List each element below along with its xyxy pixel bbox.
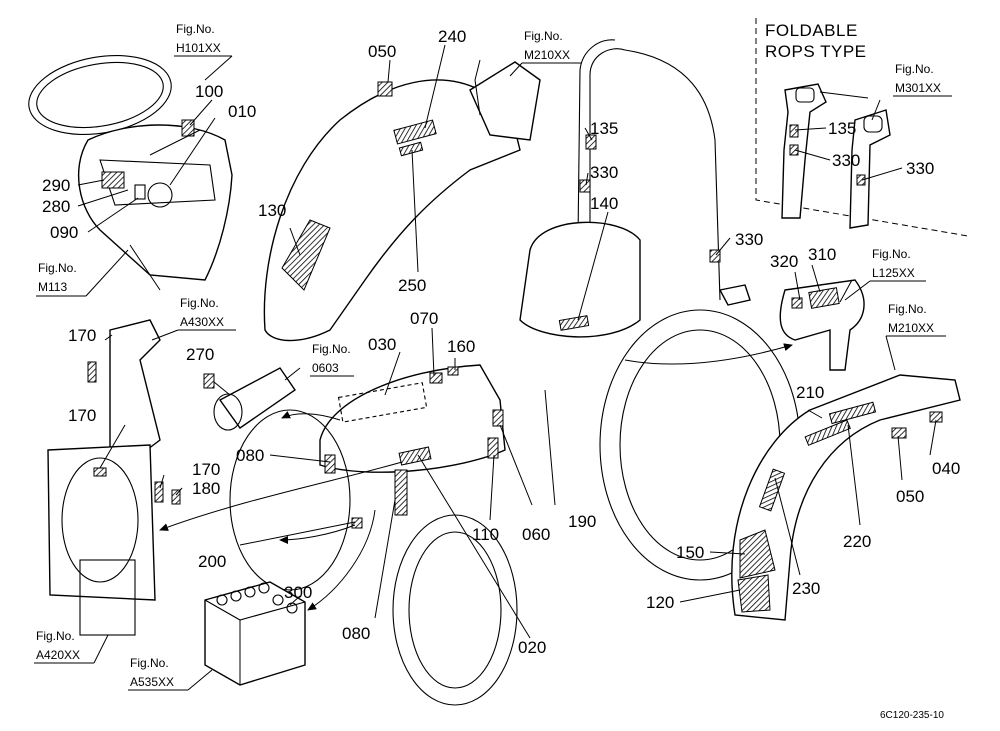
part-label-210: 210	[796, 383, 824, 402]
steering-dash-assembly	[28, 54, 233, 281]
fig-ref-m113-l2: M113	[38, 280, 67, 294]
fig-ref-h101-l2: H101XX	[176, 41, 221, 55]
fig-ref-a535-l2: A535XX	[130, 675, 174, 689]
part-label-290: 290	[42, 176, 70, 195]
part-label-200: 200	[198, 552, 226, 571]
part-label-330c: 330	[832, 151, 860, 170]
fig-ref-l125-l2: L125XX	[872, 266, 915, 280]
part-label-140: 140	[590, 194, 618, 213]
fig-ref-m210b-l2: M210XX	[888, 321, 934, 335]
part-label-120: 120	[646, 593, 674, 612]
part-label-160: 160	[447, 337, 475, 356]
fig-ref-h101-l1: Fig.No.	[176, 22, 215, 36]
part-label-280: 280	[42, 197, 70, 216]
part-label-070: 070	[410, 309, 438, 328]
muffler	[203, 367, 296, 431]
part-label-100: 100	[195, 82, 223, 101]
part-labels: 050 240 100 010 290 280 090 130 250 135 …	[42, 27, 960, 657]
part-label-270: 270	[186, 345, 214, 364]
flow-arrows	[159, 343, 793, 611]
part-label-040: 040	[932, 459, 960, 478]
part-label-135a: 135	[590, 119, 618, 138]
fig-ref-m301-l1: Fig.No.	[895, 62, 934, 76]
part-label-330a: 330	[590, 163, 618, 182]
fig-ref-m210b-l1: Fig.No.	[888, 302, 927, 316]
foldable-rops-inset: FOLDABLE ROPS TYPE	[755, 18, 969, 237]
fig-ref-a420-l2: A420XX	[36, 648, 80, 662]
fig-ref-m113-l1: Fig.No.	[38, 261, 77, 275]
fig-ref-l125-l1: Fig.No.	[872, 247, 911, 261]
part-label-020: 020	[518, 638, 546, 657]
part-label-230: 230	[792, 579, 820, 598]
leader-lines	[77, 44, 937, 639]
part-label-030: 030	[368, 335, 396, 354]
part-label-135b: 135	[828, 119, 856, 138]
part-label-220: 220	[843, 532, 871, 551]
fig-ref-0603-l2: 0603	[312, 361, 339, 375]
left-fender	[779, 279, 865, 371]
part-label-250: 250	[398, 276, 426, 295]
fig-ref-m210a-l2: M210XX	[524, 48, 570, 62]
part-label-170c: 170	[192, 460, 220, 479]
part-label-170a: 170	[68, 326, 96, 345]
fuel-tank-body	[319, 364, 506, 529]
part-label-330d: 330	[906, 159, 934, 178]
part-label-050b: 050	[896, 487, 924, 506]
figure-references: Fig.No. H101XX Fig.No. M210XX Fig.No. M3…	[34, 22, 952, 691]
fig-ref-a420-l1: Fig.No.	[36, 629, 75, 643]
rops-seat-assembly	[519, 39, 751, 338]
part-label-180: 180	[192, 479, 220, 498]
part-label-130: 130	[258, 201, 286, 220]
part-label-090: 090	[50, 223, 78, 242]
part-label-320: 320	[770, 252, 798, 271]
part-label-240: 240	[438, 27, 466, 46]
fig-ref-a430-l2: A430XX	[180, 315, 224, 329]
part-label-310: 310	[808, 245, 836, 264]
fig-ref-0603-l1: Fig.No.	[312, 342, 351, 356]
drawing-code: 6C120-235-10	[880, 710, 944, 721]
inset-title-line2: ROPS TYPE	[765, 42, 867, 61]
fig-ref-m301-l2: M301XX	[895, 81, 941, 95]
part-label-080b: 080	[342, 624, 370, 643]
right-fender	[731, 374, 961, 621]
part-label-110: 110	[472, 525, 499, 544]
part-label-170b: 170	[68, 406, 96, 425]
hood-assembly	[263, 61, 541, 342]
fig-ref-m210a-l1: Fig.No.	[524, 29, 563, 43]
part-label-300: 300	[284, 583, 312, 602]
part-label-080a: 080	[236, 446, 264, 465]
inset-title-line1: FOLDABLE	[765, 21, 858, 40]
part-label-150: 150	[676, 543, 704, 562]
radiator-frame	[47, 319, 181, 636]
battery	[204, 581, 306, 686]
part-label-190: 190	[568, 512, 596, 531]
fig-ref-a430-l1: Fig.No.	[180, 296, 219, 310]
part-label-010: 010	[228, 102, 256, 121]
part-label-050a: 050	[368, 42, 396, 61]
fig-ref-a535-l1: Fig.No.	[130, 656, 169, 670]
part-label-060: 060	[522, 525, 550, 544]
part-label-330b: 330	[735, 230, 763, 249]
